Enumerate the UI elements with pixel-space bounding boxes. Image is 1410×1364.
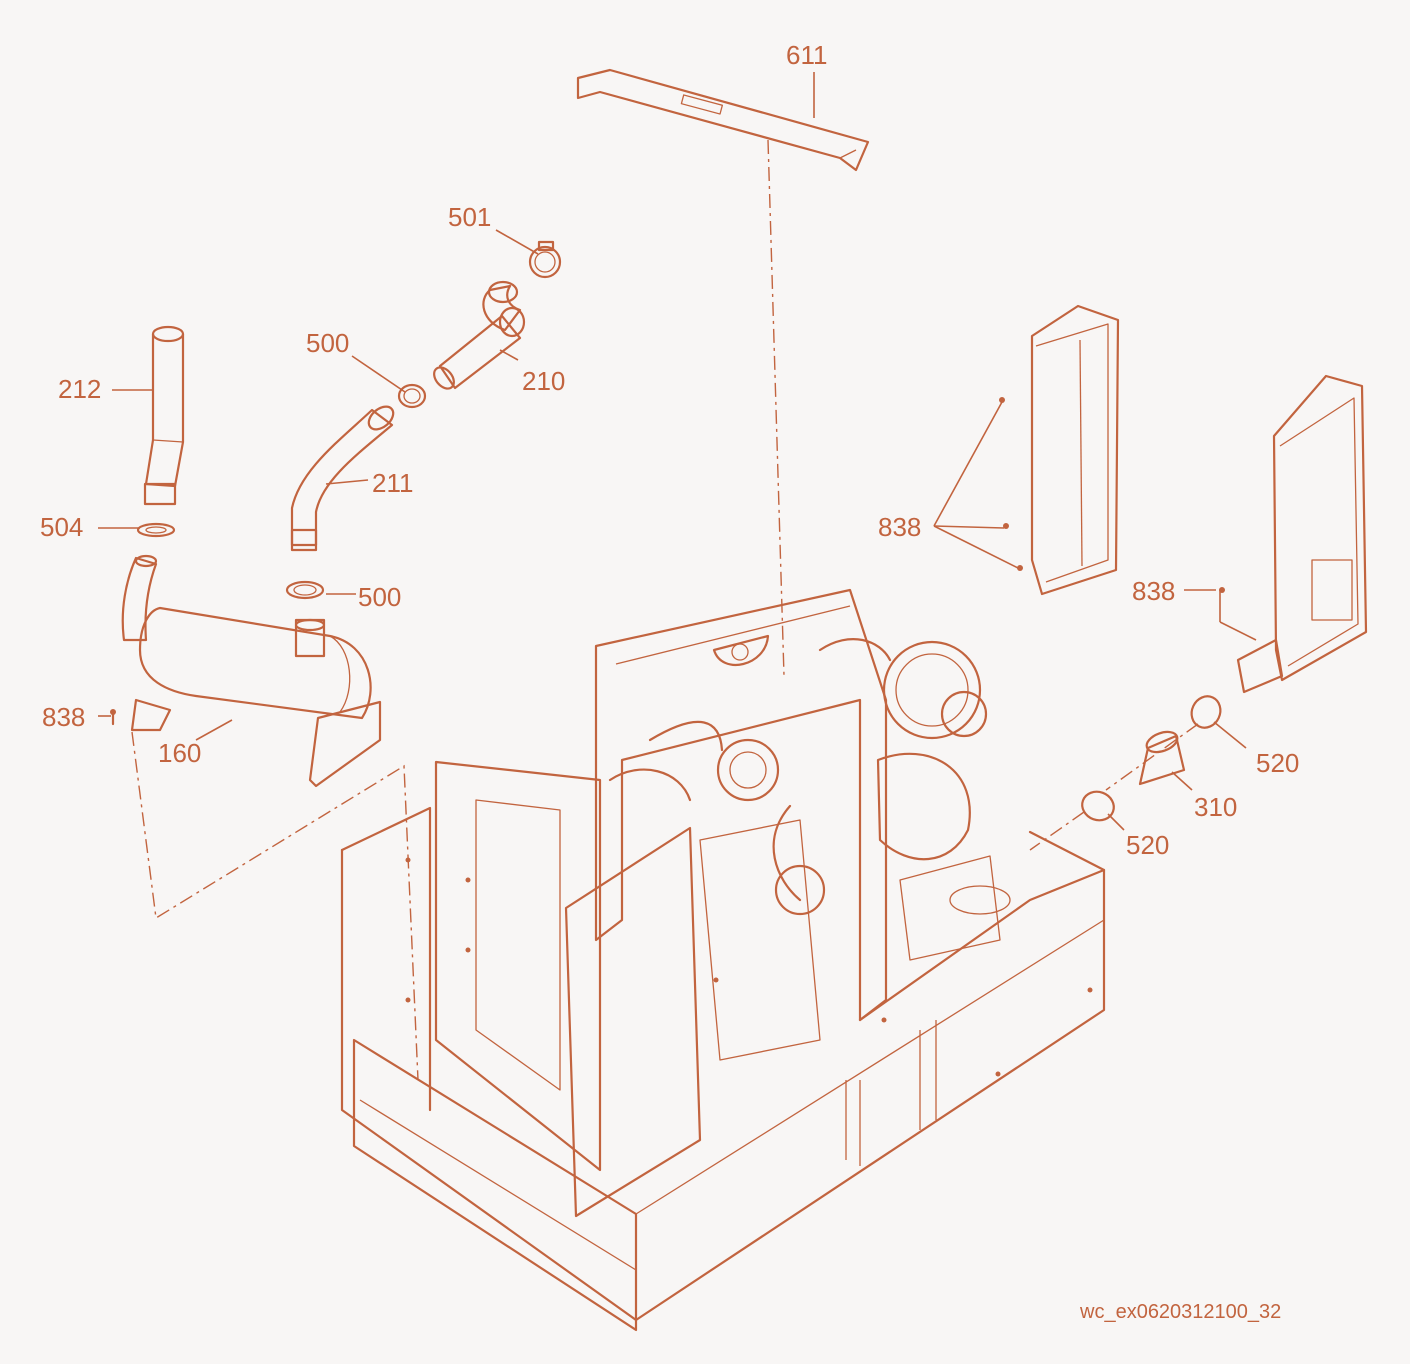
part-500-clamp-lower	[285, 580, 325, 600]
part-838-screw-muffler	[110, 709, 116, 726]
assembly-center-lines	[131, 139, 1199, 1081]
callout-leaders	[98, 72, 1257, 831]
side-door-panel-left	[1030, 304, 1120, 596]
callout-211: 211	[372, 468, 413, 498]
callout-611: 611	[786, 40, 827, 70]
part-520-ring-upper	[1190, 695, 1222, 729]
callout-500-lower: 500	[358, 582, 401, 612]
callout-838-muffler: 838	[42, 702, 85, 732]
generator-frame-assembly	[340, 588, 1106, 1332]
intake-spout	[1236, 638, 1284, 694]
callout-520-lower: 520	[1126, 830, 1169, 860]
part-500-clamp-upper	[397, 383, 427, 409]
part-211-bent-pipe	[290, 405, 395, 552]
callout-838-door-right: 838	[1132, 576, 1175, 606]
part-212-stack-pipe	[143, 325, 185, 506]
callout-520-upper: 520	[1256, 748, 1299, 778]
callout-310: 310	[1194, 792, 1237, 822]
part-838-screws-door	[999, 397, 1225, 593]
callout-160: 160	[158, 738, 201, 768]
callout-212: 212	[58, 374, 101, 404]
part-210-elbow-pipe	[433, 280, 526, 390]
callout-210: 210	[522, 366, 565, 396]
part-611-top-bracket	[576, 68, 870, 172]
part-310-coupling	[1138, 730, 1186, 786]
callout-500-upper: 500	[306, 328, 349, 358]
part-520-ring-lower	[1081, 790, 1115, 822]
callout-labels: 611 501 500 210 212 211 504 500 838 160 …	[40, 40, 1299, 860]
callout-501: 501	[448, 202, 491, 232]
callout-838-door: 838	[878, 512, 921, 542]
drawing-reference: wc_ex0620312100_32	[1079, 1301, 1281, 1323]
side-door-panel-right	[1272, 374, 1368, 682]
part-160-muffler	[121, 554, 382, 788]
part-504-gasket	[136, 522, 176, 538]
part-501-clamp	[528, 240, 562, 279]
callout-504: 504	[40, 512, 83, 542]
